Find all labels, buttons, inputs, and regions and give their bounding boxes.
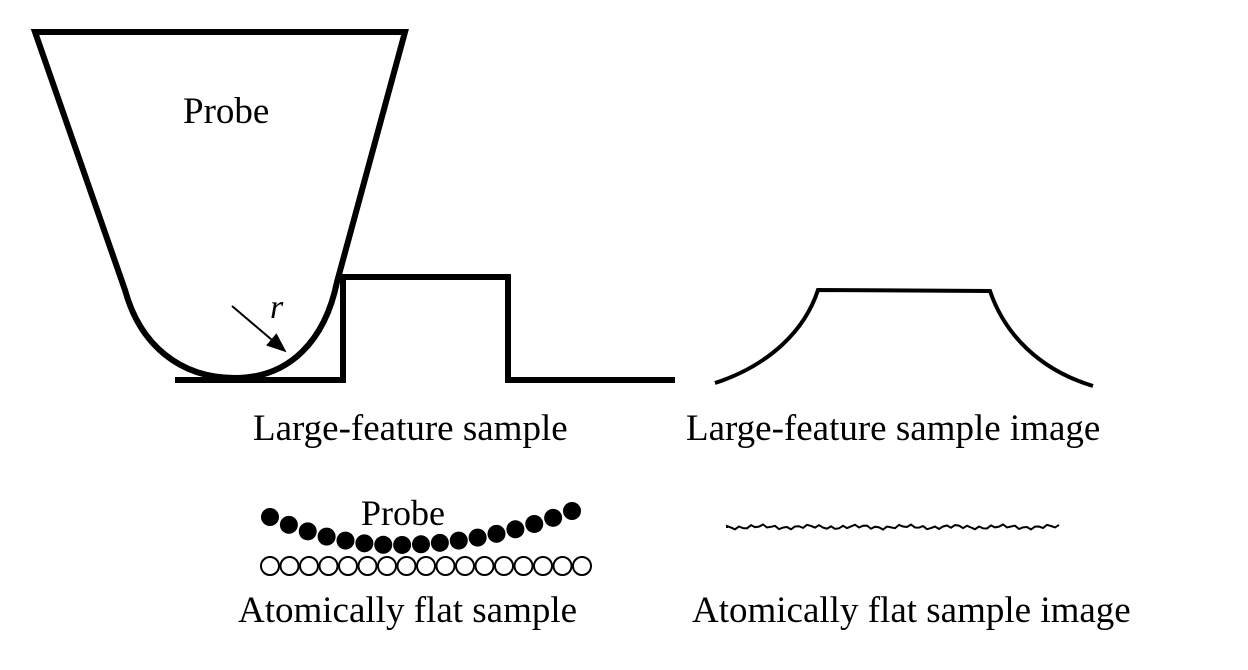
- large-feature-image-profile: [714, 287, 1094, 388]
- sample-atom: [357, 556, 378, 576]
- sample-atom: [338, 556, 358, 576]
- atomic-probe-label: Probe: [361, 493, 445, 533]
- probe-atom: [525, 514, 544, 533]
- sample-atom: [416, 556, 436, 576]
- probe-atom: [279, 515, 298, 534]
- probe-atom: [317, 527, 336, 546]
- sample-atom: [435, 556, 456, 576]
- sample-atom: [377, 556, 397, 576]
- probe-atom: [544, 508, 563, 527]
- probe-atom: [563, 502, 581, 520]
- probe-atom: [336, 531, 355, 550]
- probe-atom: [393, 535, 412, 554]
- probe-atom: [468, 528, 487, 547]
- sample-atoms: [260, 556, 592, 576]
- probe-label: Probe: [183, 91, 269, 132]
- sample-atom: [552, 556, 573, 576]
- sample-atom: [494, 556, 514, 576]
- sample-atom: [455, 556, 475, 576]
- probe-atom: [374, 535, 393, 554]
- large-probe-outline: [30, 29, 409, 382]
- probe-atom: [298, 522, 317, 541]
- large-sample-label: Large-feature sample: [253, 408, 568, 449]
- large-image-label: Large-feature sample image: [686, 408, 1100, 449]
- sample-atom: [572, 556, 592, 576]
- probe-atom: [261, 508, 279, 526]
- sample-atom: [533, 556, 553, 576]
- probe-atom: [412, 535, 430, 554]
- flat-image-profile: [726, 523, 1060, 531]
- flat-image-label: Atomically flat sample image: [692, 590, 1131, 631]
- sample-atom: [474, 556, 495, 576]
- sample-atom: [318, 556, 339, 576]
- sample-atom: [279, 556, 300, 576]
- probe-atom: [355, 534, 374, 553]
- sample-atom: [513, 556, 534, 576]
- sample-atom: [299, 556, 319, 576]
- probe-atoms: [261, 502, 581, 554]
- probe-atom: [506, 520, 525, 539]
- radius-arrow: [231, 305, 287, 353]
- sample-atom: [396, 556, 417, 576]
- large-feature-sample: [175, 274, 675, 383]
- radius-label: r: [270, 289, 284, 326]
- probe-atom: [449, 531, 468, 550]
- sample-atom: [260, 556, 280, 576]
- probe-atom: [430, 533, 449, 552]
- flat-sample-label: Atomically flat sample: [238, 590, 577, 631]
- probe-atom: [487, 524, 506, 543]
